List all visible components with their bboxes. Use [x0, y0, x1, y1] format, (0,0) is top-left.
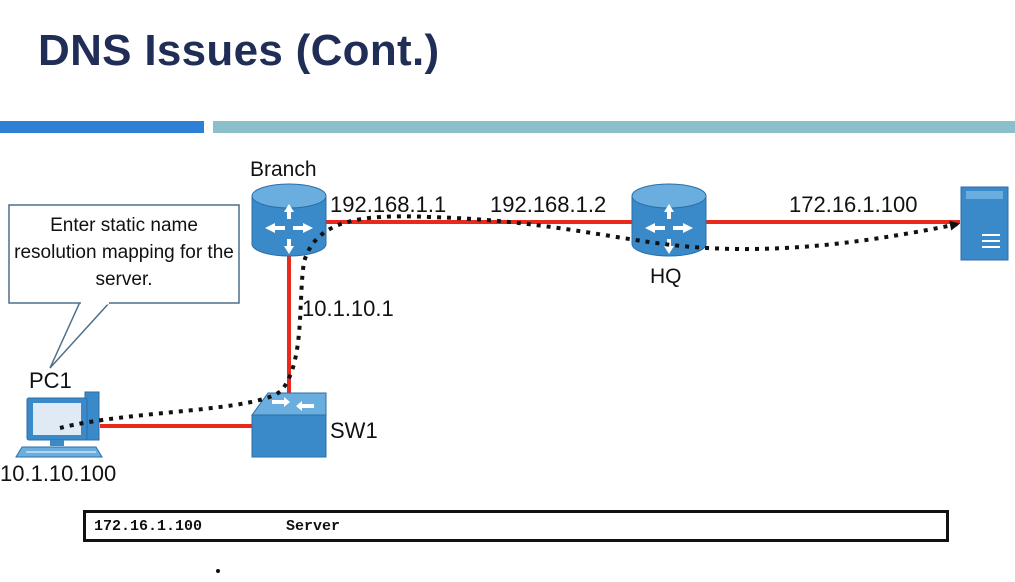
title-accent-bar-dark	[0, 121, 204, 133]
slide-title: DNS Issues (Cont.)	[38, 26, 440, 75]
callout-text: Enter static name resolution mapping for…	[14, 215, 234, 290]
pc1-ip-label: 10.1.10.100	[0, 461, 117, 486]
hosts-entry-name: Server	[286, 518, 341, 535]
server-icon	[960, 186, 1009, 261]
title-accent-bar-light	[213, 121, 1015, 133]
router-icon	[251, 183, 327, 257]
hosts-entry-ip: 172.16.1.100	[94, 518, 203, 535]
stray-dot	[216, 569, 220, 573]
branch-sw1-ip-label: 10.1.10.1	[302, 296, 394, 321]
branch-label: Branch	[250, 158, 317, 181]
router-icon	[631, 183, 707, 257]
callout-box	[8, 204, 240, 304]
branch-hq-right-ip-label: 192.168.1.2	[490, 192, 607, 217]
branch-hq-left-ip-label: 192.168.1.1	[330, 192, 447, 217]
hq-server-ip-label: 172.16.1.100	[789, 192, 918, 217]
pc1-label: PC1	[29, 368, 72, 393]
callout-pointer	[49, 301, 112, 369]
sw1-label: SW1	[330, 418, 378, 443]
hq-label: HQ	[650, 265, 682, 288]
switch-icon	[251, 392, 327, 458]
dns-path-arrow	[59, 214, 960, 430]
pc-icon	[15, 391, 103, 458]
hosts-entry-box: 172.16.1.100 Server	[83, 510, 949, 542]
